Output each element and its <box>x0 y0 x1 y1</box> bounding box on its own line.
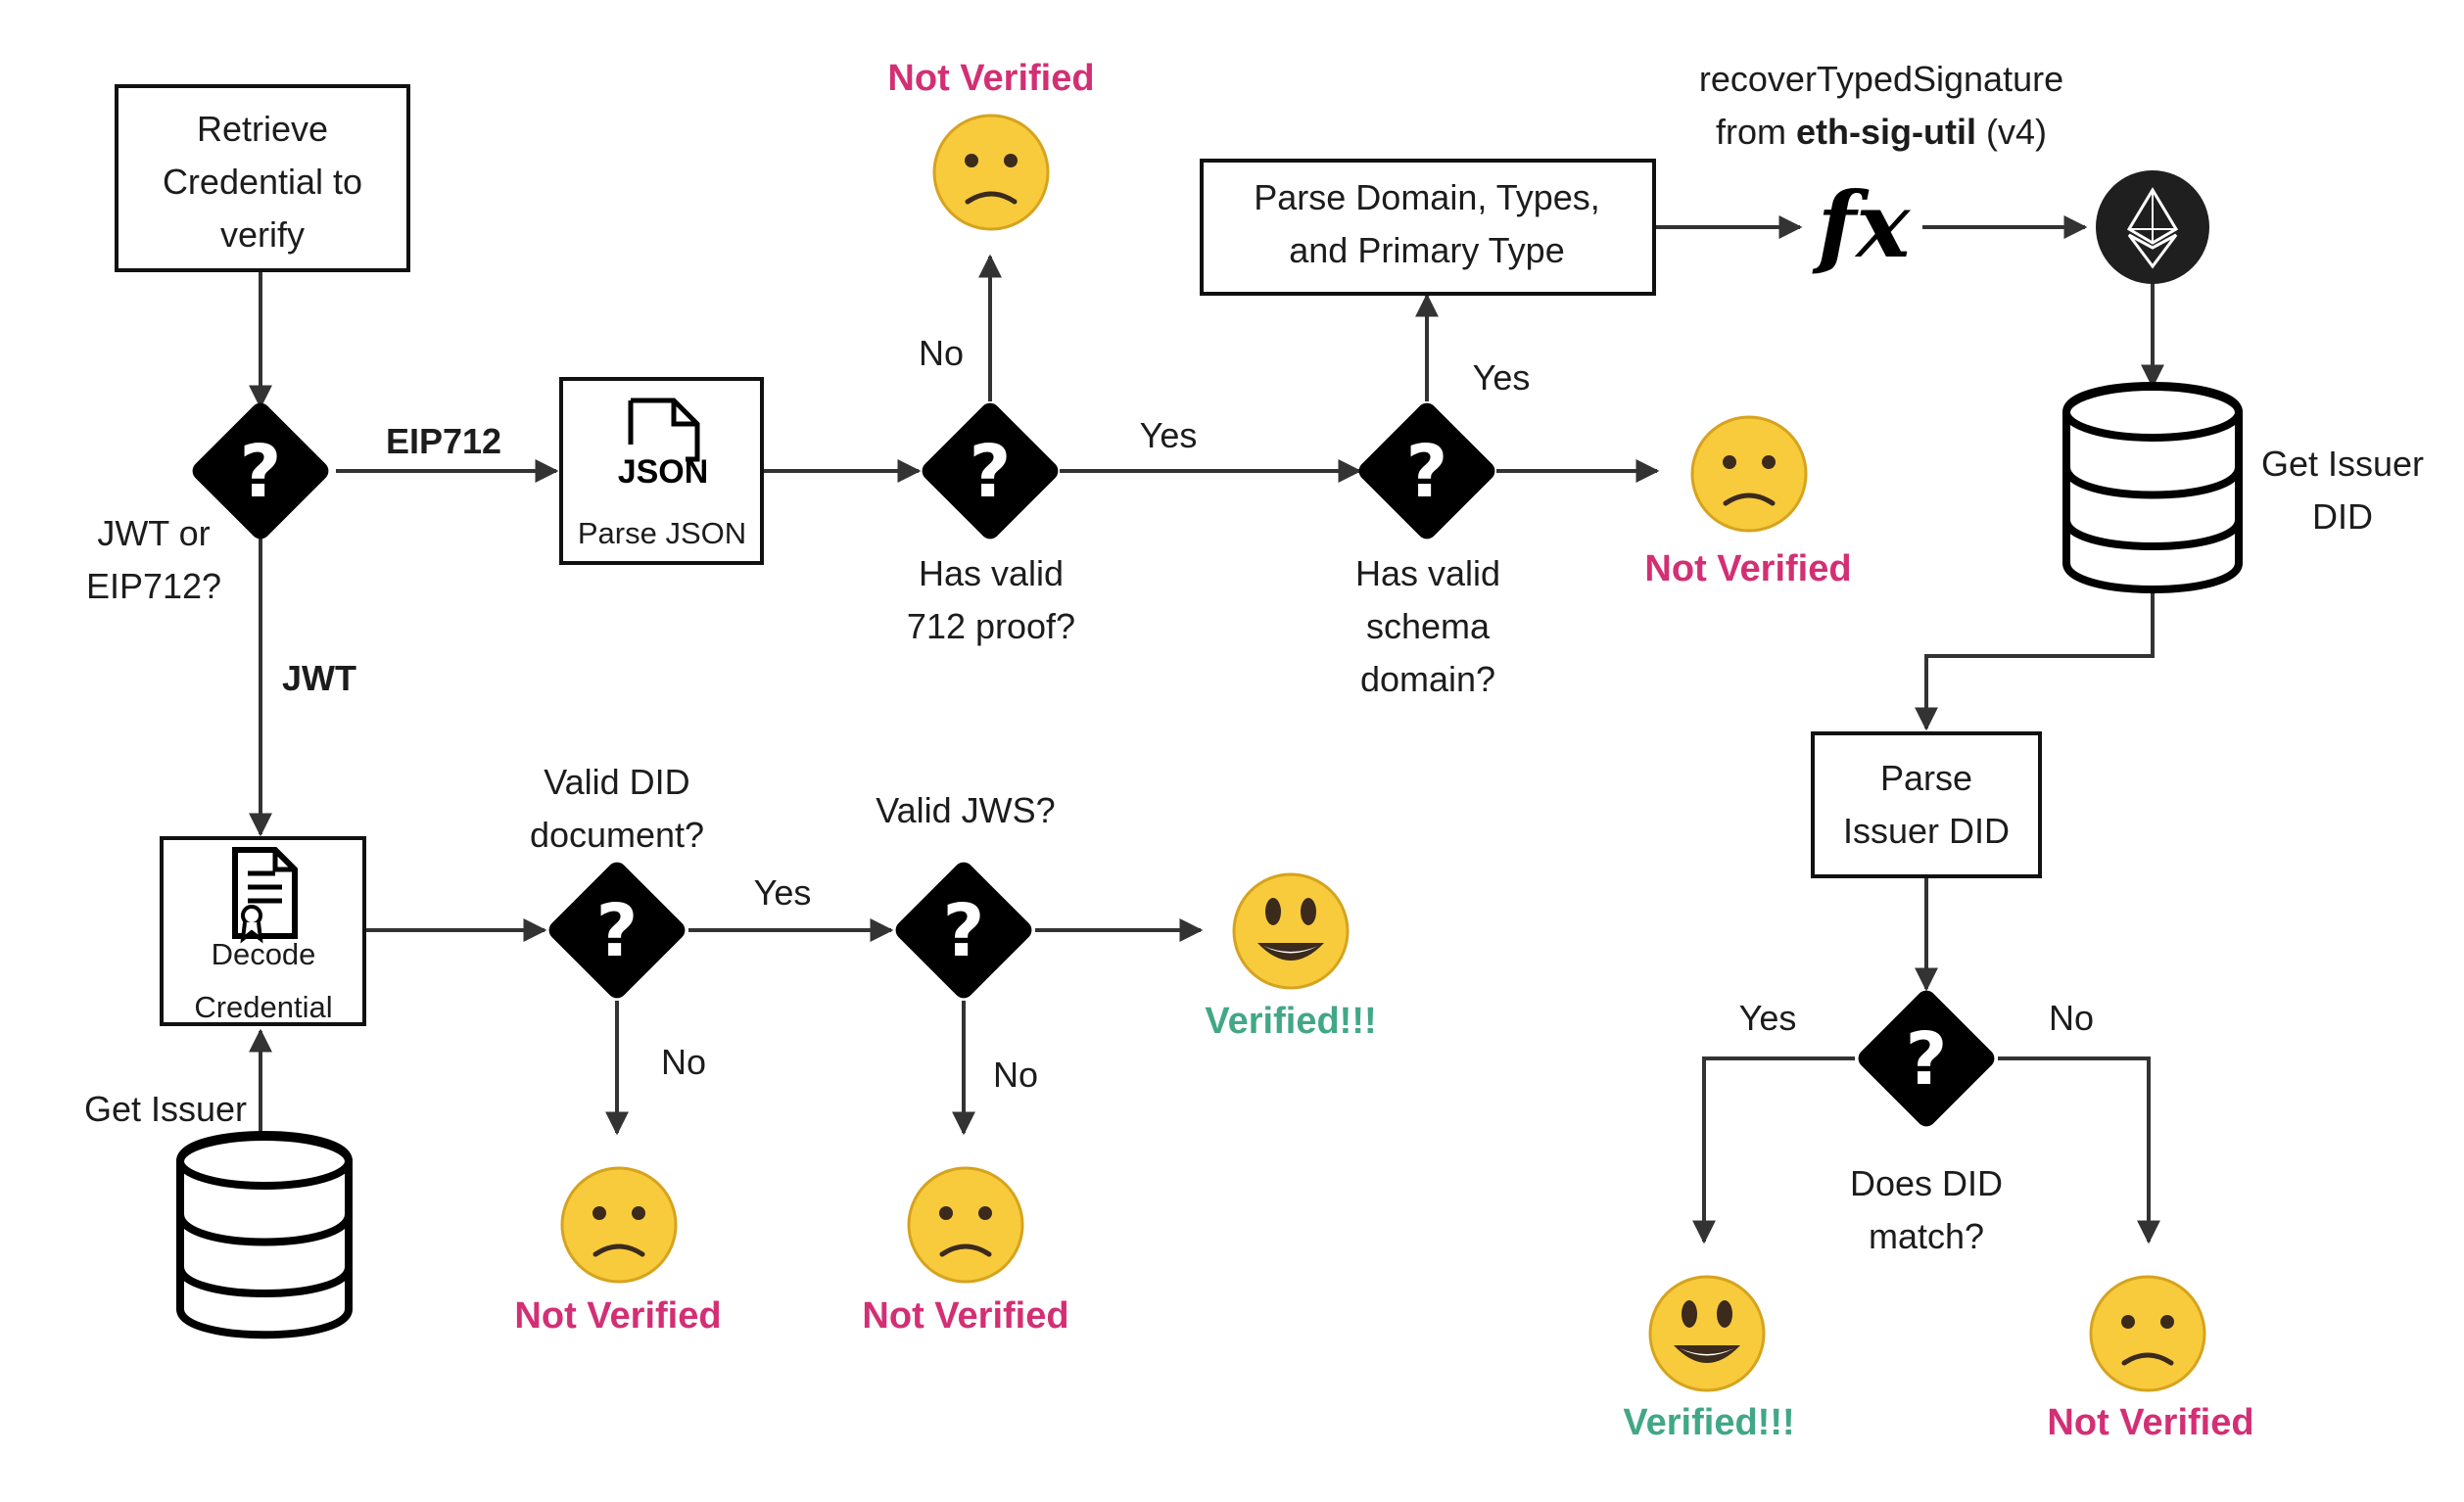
get-issuer-label: Get Issuer <box>84 1089 247 1129</box>
get-issuer-database-icon <box>176 1131 353 1339</box>
decision-question-mark: ? <box>970 430 1012 514</box>
parse-json-box <box>559 377 764 565</box>
eip712-edge-label: EIP712 <box>386 421 501 461</box>
text-line: Get Issuer <box>2261 444 2424 484</box>
valid-did-document-decision: ? <box>545 858 689 1003</box>
712-proof-yes-label: Yes <box>1140 415 1198 455</box>
parse-issuer-did-box <box>1811 731 2042 878</box>
from-label-part: from <box>1716 112 1796 152</box>
text-line: document? <box>530 815 704 855</box>
did-match-yes-edge <box>1692 1056 1855 1244</box>
sad-face-icon <box>934 116 1048 229</box>
valid-jws-label: Valid JWS? <box>876 790 1055 830</box>
jwt-or-eip712-decision: ? <box>188 399 333 543</box>
v4-label-part: (v4) <box>1976 112 2047 152</box>
text-line: Does DID <box>1850 1163 2003 1203</box>
has-valid-712-proof-label: Has valid 712 proof? <box>907 553 1075 646</box>
certificate-document-icon <box>232 847 298 944</box>
sad-face-icon <box>1692 417 1806 531</box>
valid-did-document-label: Valid DID document? <box>530 762 704 855</box>
text-line: schema <box>1366 606 1491 646</box>
json-icon-text: JSON <box>618 453 709 491</box>
jws-no-label: No <box>993 1055 1038 1095</box>
not-verified-schema-label: Not Verified <box>1644 548 1851 589</box>
issuer-did-database-icon <box>2062 382 2243 593</box>
fx-icon: fx <box>1812 172 1912 278</box>
happy-face-icon <box>1232 872 1350 990</box>
text-line: Retrieve <box>197 109 328 149</box>
text-line: Parse <box>1880 758 1972 798</box>
has-valid-712-proof-decision: ? <box>918 399 1063 543</box>
not-verified-did-document-label: Not Verified <box>514 1295 721 1337</box>
database-to-parse-issuer-did <box>1915 586 2155 731</box>
schema-domain-yes-label: Yes <box>1473 357 1531 398</box>
text-line: Decode <box>212 937 316 971</box>
text-line: Parse Domain, Types, <box>1254 177 1600 217</box>
not-verified-top-label: Not Verified <box>887 58 1094 99</box>
text-line: Has valid <box>1355 553 1500 593</box>
ethereum-icon <box>2096 170 2209 284</box>
text-line: Has valid <box>919 553 1064 593</box>
not-verified-jws-label: Not Verified <box>862 1295 1068 1337</box>
valid-jws-decision: ? <box>891 858 1036 1003</box>
did-match-no-label: No <box>2049 998 2094 1038</box>
text-line: Credential to <box>163 162 362 202</box>
did-document-no-label: No <box>661 1042 706 1082</box>
sad-face-icon <box>909 1168 1022 1282</box>
text-line: Valid DID <box>544 762 689 802</box>
text-line: 712 proof? <box>907 606 1075 646</box>
eth-sig-util-bold-part: eth-sig-util <box>1796 112 1976 152</box>
decision-question-mark: ? <box>943 889 985 973</box>
text-line: match? <box>1869 1216 1984 1256</box>
recover-typed-signature-label: recoverTypedSignature <box>1699 59 2063 99</box>
712-proof-no-label: No <box>919 333 964 373</box>
has-valid-schema-domain-label: Has valid schema domain? <box>1355 553 1500 699</box>
eth-sig-util-label: from eth-sig-util (v4) <box>1716 112 2047 152</box>
parse-domain-box <box>1200 159 1656 296</box>
decision-question-mark: ? <box>596 889 639 973</box>
did-match-yes-label: Yes <box>1739 998 1797 1038</box>
sad-face-icon <box>562 1168 676 1282</box>
jwt-edge-label: JWT <box>282 658 356 698</box>
parse-domain-label: Parse Domain, Types, and Primary Type <box>1254 177 1600 270</box>
json-file-icon: JSON <box>618 398 709 491</box>
decision-question-mark: ? <box>1906 1017 1948 1102</box>
text-line: EIP712? <box>86 566 221 606</box>
text-line: Issuer DID <box>1843 811 2010 851</box>
happy-face-icon <box>1648 1275 1766 1392</box>
sad-face-icon <box>2091 1277 2204 1390</box>
text-line: verify <box>220 214 305 255</box>
verified-did-yes-label: Verified!!! <box>1623 1402 1794 1443</box>
does-did-match-decision: ? <box>1854 986 1999 1131</box>
decision-question-mark: ? <box>1406 430 1448 514</box>
not-verified-did-no-label: Not Verified <box>2047 1402 2253 1443</box>
text-line: domain? <box>1360 659 1495 699</box>
did-match-no-edge <box>1998 1056 2160 1244</box>
text-line: DID <box>2312 496 2373 537</box>
did-document-yes-label: Yes <box>754 872 812 913</box>
verified-jws-label: Verified!!! <box>1205 1001 1376 1042</box>
retrieve-credential-box <box>115 84 410 272</box>
text-line: JWT or <box>97 513 210 553</box>
has-valid-schema-domain-decision: ? <box>1354 399 1499 543</box>
text-line: Credential <box>194 990 332 1024</box>
decision-question-mark: ? <box>240 430 282 514</box>
text-line: and Primary Type <box>1289 230 1564 270</box>
parse-json-label: Parse JSON <box>578 516 746 550</box>
jwt-or-eip712-label: JWT or EIP712? <box>86 513 221 606</box>
does-did-match-label: Does DID match? <box>1850 1163 2003 1256</box>
